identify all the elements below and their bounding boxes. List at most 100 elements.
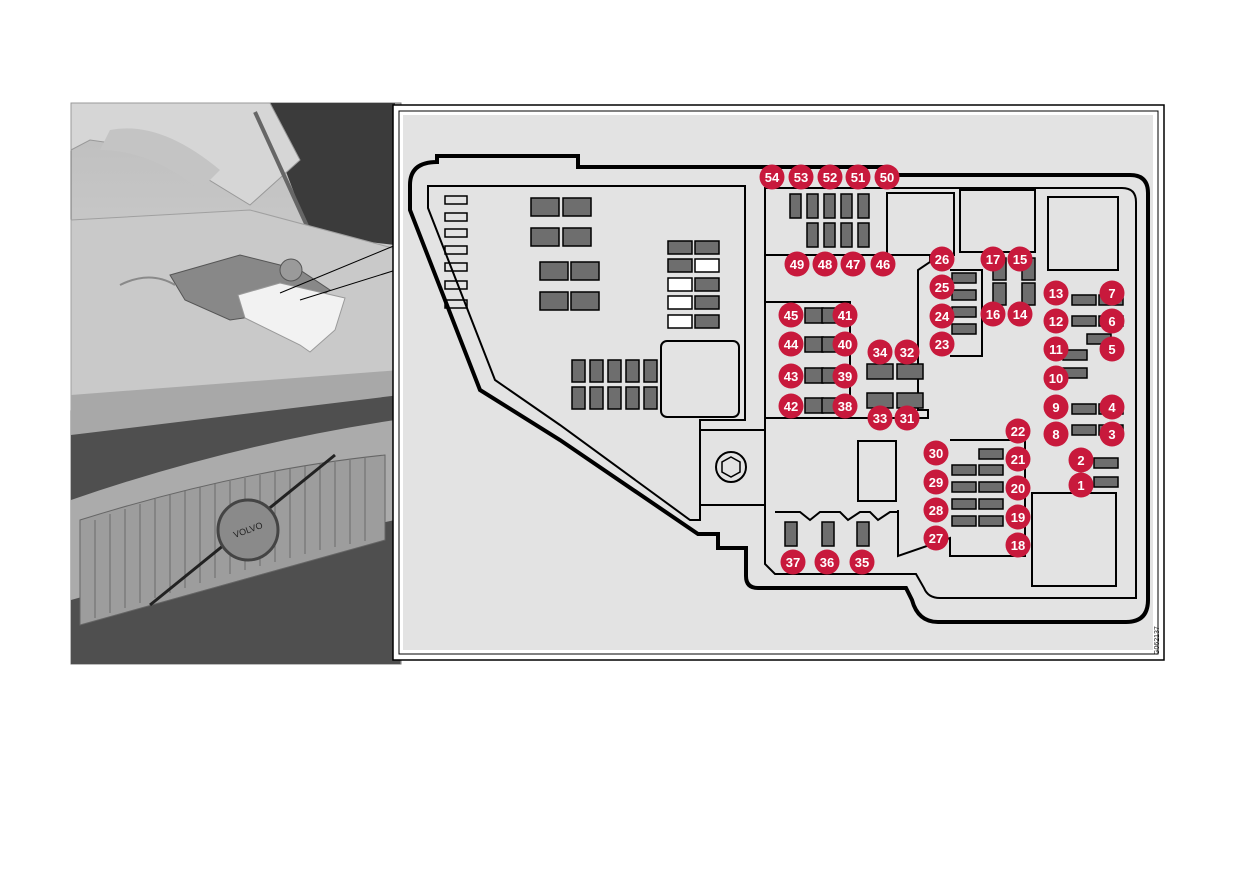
fuse-badge-48: 48 (812, 251, 838, 277)
badge-label: 24 (935, 309, 950, 324)
fuse-badge-16: 16 (980, 301, 1006, 327)
fuse-badge-35: 35 (849, 549, 875, 575)
badge-label: 37 (786, 555, 800, 570)
fuse-badge-26: 26 (929, 246, 955, 272)
badge-circle (1005, 504, 1031, 530)
fuse-badge-37: 37 (780, 549, 806, 575)
badge-circle (1005, 532, 1031, 558)
engine-bay-illustration: VOLVO (70, 102, 402, 665)
badge-label: 17 (986, 252, 1000, 267)
badge-circle (894, 339, 920, 365)
badge-label: 5 (1108, 342, 1115, 357)
badge-circle (1068, 447, 1094, 473)
badge-label: 36 (820, 555, 834, 570)
badge-label: 39 (838, 369, 852, 384)
badge-label: 25 (935, 280, 949, 295)
badge-circle (812, 251, 838, 277)
fuse-badge-11: 11 (1043, 336, 1069, 362)
badge-circle (923, 525, 949, 551)
badge-label: 35 (855, 555, 869, 570)
badge-label: 19 (1011, 510, 1025, 525)
badge-circle (778, 393, 804, 419)
fuse-badge-25: 25 (929, 274, 955, 300)
badge-circle (874, 164, 900, 190)
badge-label: 48 (818, 257, 832, 272)
badge-circle (923, 497, 949, 523)
badge-circle (832, 393, 858, 419)
fuse-badge-13: 13 (1043, 280, 1069, 306)
fuse-badge-9: 9 (1043, 394, 1069, 420)
fuse-badge-44: 44 (778, 331, 804, 357)
fuse-badge-4: 4 (1099, 394, 1125, 420)
badge-circle (778, 302, 804, 328)
badge-circle (1043, 365, 1069, 391)
badge-label: 46 (876, 257, 890, 272)
badge-label: 44 (784, 337, 799, 352)
badge-label: 3 (1108, 427, 1115, 442)
badge-circle (832, 302, 858, 328)
badge-circle (980, 246, 1006, 272)
badge-label: 34 (873, 345, 888, 360)
badge-label: 42 (784, 399, 798, 414)
badge-circle (1005, 418, 1031, 444)
fuse-badge-28: 28 (923, 497, 949, 523)
badge-circle (923, 469, 949, 495)
badge-label: 15 (1013, 252, 1027, 267)
fuse-badge-43: 43 (778, 363, 804, 389)
fuse-badge-12: 12 (1043, 308, 1069, 334)
badge-circle (980, 301, 1006, 327)
fuse-badge-31: 31 (894, 405, 920, 431)
fuse-badge-10: 10 (1043, 365, 1069, 391)
badge-circle (1099, 336, 1125, 362)
badge-circle (832, 331, 858, 357)
fuse-badge-3: 3 (1099, 421, 1125, 447)
badge-circle (817, 164, 843, 190)
badge-circle (778, 331, 804, 357)
fuse-badge-2: 2 (1068, 447, 1094, 473)
fuse-badge-45: 45 (778, 302, 804, 328)
badge-label: 45 (784, 308, 798, 323)
badge-circle (1043, 336, 1069, 362)
badge-label: 26 (935, 252, 949, 267)
badge-label: 47 (846, 257, 860, 272)
badge-circle (849, 549, 875, 575)
fuse-badge-7: 7 (1099, 280, 1125, 306)
badge-label: 11 (1049, 342, 1063, 357)
fuse-box-location-highlight (237, 282, 346, 353)
fuse-badge-51: 51 (845, 164, 871, 190)
fuse-badge-36: 36 (814, 549, 840, 575)
badge-circle (1068, 472, 1094, 498)
fuse-box-outline (408, 154, 1150, 624)
badge-label: 14 (1013, 307, 1028, 322)
fuse-badge-8: 8 (1043, 421, 1069, 447)
fuse-badge-52: 52 (817, 164, 843, 190)
badge-circle (778, 363, 804, 389)
badge-circle (1007, 301, 1033, 327)
badge-label: 29 (929, 475, 943, 490)
badge-label: 31 (900, 411, 914, 426)
badge-label: 23 (935, 337, 949, 352)
fuses (530, 193, 1124, 547)
badge-label: 32 (900, 345, 914, 360)
badge-circle (1005, 446, 1031, 472)
fuse-badge-39: 39 (832, 363, 858, 389)
badge-circle (1099, 280, 1125, 306)
badge-circle (929, 246, 955, 272)
fuse-number-badges: 1234567891011121314151617181920212223242… (759, 164, 1125, 575)
badge-circle (1005, 475, 1031, 501)
figure-code: G062137 (1154, 626, 1161, 655)
fuse-badge-54: 54 (759, 164, 785, 190)
fuse-badge-18: 18 (1005, 532, 1031, 558)
volvo-logo (216, 498, 280, 562)
badge-label: 13 (1049, 286, 1063, 301)
badge-circle (1099, 421, 1125, 447)
fuse-badge-27: 27 (923, 525, 949, 551)
fuse-badge-21: 21 (1005, 446, 1031, 472)
badge-circle (1099, 308, 1125, 334)
fuse-badge-47: 47 (840, 251, 866, 277)
badge-label: 41 (838, 308, 852, 323)
badge-label: 20 (1011, 481, 1025, 496)
badge-label: 1 (1077, 478, 1084, 493)
fuse-badge-30: 30 (923, 440, 949, 466)
